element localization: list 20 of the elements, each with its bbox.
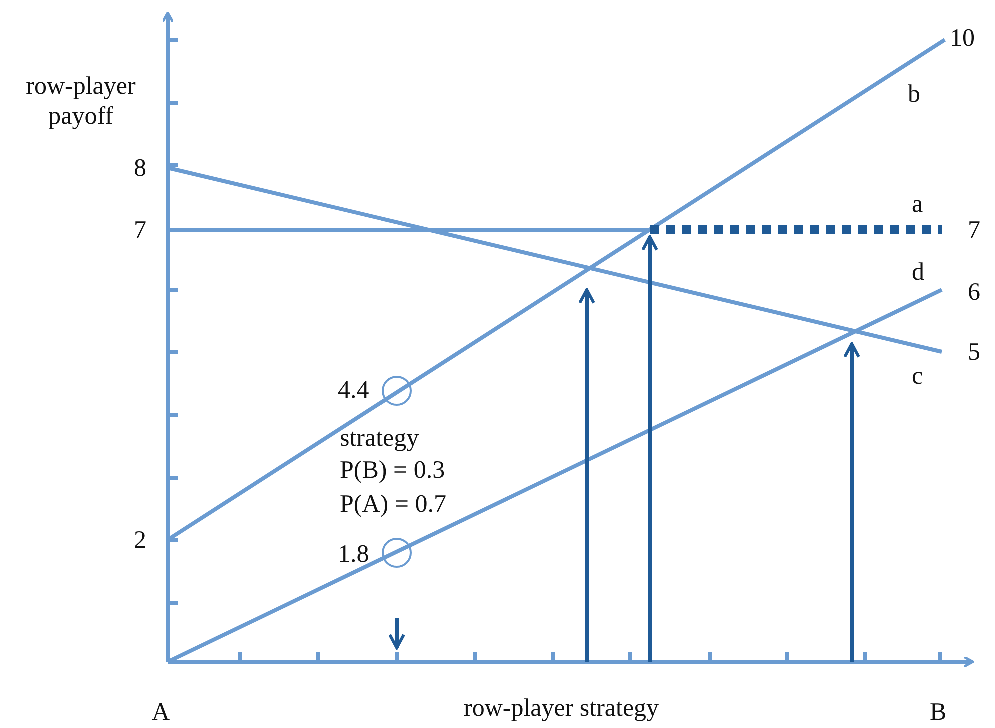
line-label: a [912, 192, 924, 217]
value-label: 6 [968, 280, 980, 305]
value-label: 7 [134, 218, 146, 243]
axis-label: A [152, 700, 170, 725]
axis-label: B [930, 700, 947, 725]
value-label: 1.8 [338, 542, 370, 567]
value-label: 8 [134, 156, 146, 181]
value-label: 10 [950, 26, 975, 51]
annotation-text: P(B) = 0.3 [340, 458, 446, 483]
value-label: 2 [134, 528, 146, 553]
value-label: 7 [968, 218, 980, 243]
line-label: c [912, 364, 924, 389]
line-label: d [912, 260, 924, 285]
value-label: 4.4 [338, 378, 370, 403]
axis-title: row-player strategy [464, 696, 660, 721]
value-label: 5 [968, 340, 980, 365]
annotation-text: strategy [340, 426, 420, 451]
axis-title: row-player payoff [25, 72, 137, 132]
annotation-text: P(A) = 0.7 [340, 492, 446, 517]
line-label: b [908, 82, 920, 107]
